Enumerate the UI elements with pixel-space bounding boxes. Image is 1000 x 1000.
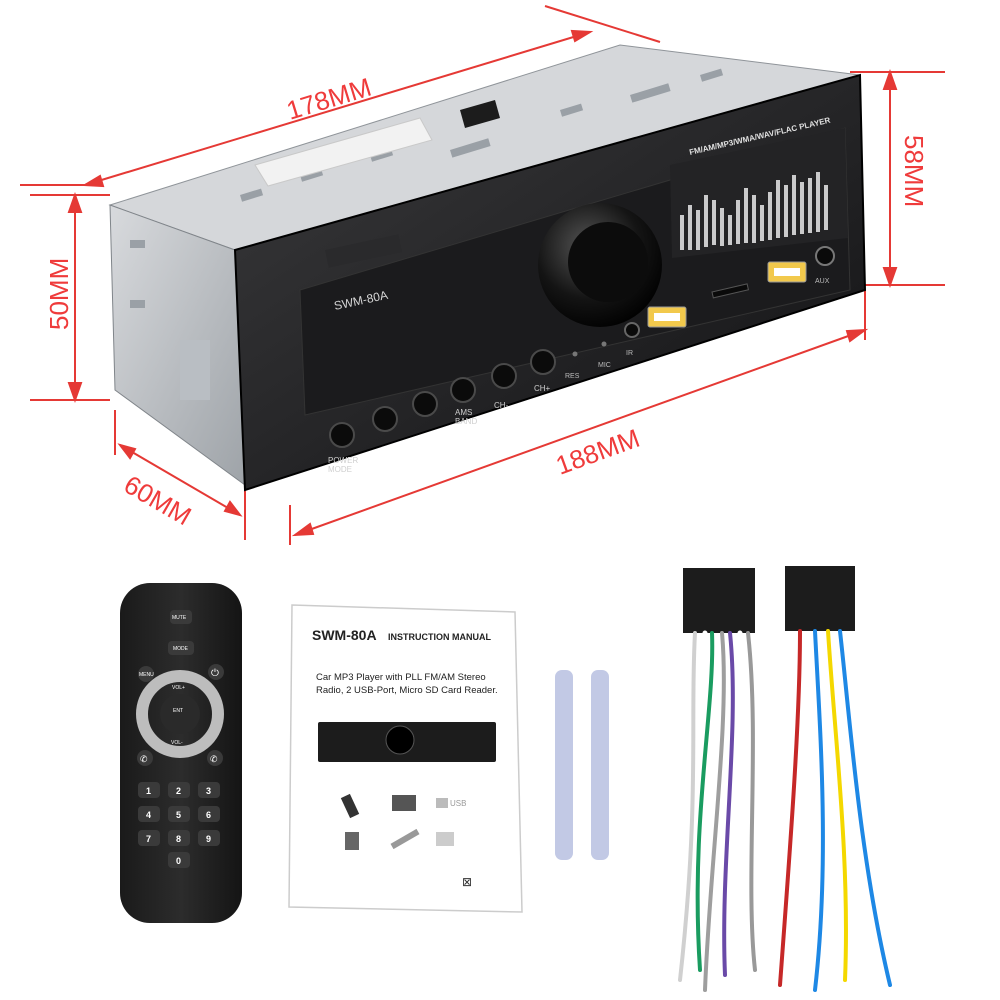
dim-height-left: 50MM: [44, 258, 74, 330]
key-0[interactable]: [168, 852, 190, 868]
manual-icon-usb: [436, 798, 448, 808]
power-mode-button[interactable]: [329, 422, 355, 448]
panel-buttons[interactable]: [329, 349, 556, 448]
key-6-label: 6: [206, 810, 211, 820]
hangup-button[interactable]: [207, 750, 223, 766]
instruction-manual: SWM-80A INSTRUCTION MANUAL Car MP3 Playe…: [288, 604, 523, 913]
mode-label: MODE: [173, 646, 189, 652]
ir-sensor: [624, 322, 640, 338]
key-2[interactable]: [168, 782, 190, 798]
key-8[interactable]: [168, 830, 190, 846]
manual-desc-1: Car MP3 Player with PLL FM/AM Stereo: [316, 672, 486, 683]
call-button[interactable]: [137, 750, 153, 766]
ams-band-button[interactable]: [450, 377, 476, 403]
phone-icon: ✆: [140, 755, 148, 765]
connector-left: [683, 568, 755, 633]
key-9-label: 9: [206, 834, 211, 844]
reset-hole[interactable]: [572, 351, 578, 357]
res-label: RES: [565, 373, 580, 380]
manual-icon-battery: [436, 832, 454, 846]
mounting-keys: [555, 670, 609, 860]
key-8-label: 8: [176, 834, 181, 844]
manual-icon-cable: [390, 828, 420, 850]
sticker: [254, 117, 433, 187]
key-3[interactable]: [198, 782, 220, 798]
key-3-label: 3: [206, 786, 211, 796]
manual-icon-sd: [345, 832, 359, 850]
prev-button[interactable]: [372, 406, 398, 432]
mute-label: MUTE: [172, 615, 187, 621]
wiring-harness: [678, 566, 892, 993]
sticker-dark: [460, 100, 500, 128]
key-6[interactable]: [198, 806, 220, 822]
mic-label: MIC: [598, 362, 611, 369]
nav-ring: [136, 670, 224, 758]
dimension-lines: [20, 5, 945, 545]
manual-title: INSTRUCTION MANUAL: [388, 632, 491, 642]
mic-hole: [601, 341, 607, 347]
connector-right: [785, 566, 855, 631]
menu-label: MENU: [139, 672, 154, 678]
key-2-label: 2: [176, 786, 181, 796]
manual-icon-remote: [340, 793, 360, 819]
key-5[interactable]: [168, 806, 190, 822]
key-7[interactable]: [138, 830, 160, 846]
key-1[interactable]: [138, 782, 160, 798]
chassis-vents: [130, 68, 724, 400]
remote-keypad: 1 2 3 4 5 6 7 8 9 0: [138, 782, 220, 868]
manual-usb-label: USB: [450, 799, 466, 808]
vol-up-label: VOL+: [172, 685, 185, 691]
ir-label: IR: [626, 350, 633, 357]
slot: [325, 234, 403, 268]
manual-recycle-icon: ⊠: [462, 875, 472, 889]
volume-knob-cap: [568, 222, 648, 302]
mute-button[interactable]: [170, 610, 192, 624]
key-4-label: 4: [146, 810, 151, 820]
aux-jack[interactable]: [815, 246, 835, 266]
next-button[interactable]: [412, 391, 438, 417]
mounting-key-2: [591, 670, 609, 860]
wires-left: [678, 630, 757, 993]
sd-card-slot[interactable]: [711, 283, 750, 299]
ent-label: ENT: [173, 708, 183, 714]
power-button[interactable]: [208, 664, 224, 680]
key-5-label: 5: [176, 810, 181, 820]
ch-plus-button[interactable]: [530, 349, 556, 375]
mode-button[interactable]: [168, 641, 194, 655]
manual-desc-2: Radio, 2 USB-Port, Micro SD Card Reader.: [316, 685, 498, 696]
key-4[interactable]: [138, 806, 160, 822]
usb-port-1[interactable]: [647, 306, 687, 328]
power-icon: ⏻: [211, 668, 219, 679]
hangup-icon: ✆: [210, 755, 218, 765]
key-0-label: 0: [176, 856, 181, 866]
dim-width-top: 178MM: [283, 72, 375, 126]
key-1-label: 1: [146, 786, 151, 796]
dim-width-bottom: 188MM: [552, 423, 644, 481]
enter-button[interactable]: [160, 694, 200, 734]
remote-control: MUTE MODE MENU ⏻ ENT VOL+ VOL- ✆ ✆ 1 2: [120, 583, 242, 923]
key-9[interactable]: [198, 830, 220, 846]
ch-minus-label: CH-: [494, 401, 509, 410]
manual-model: SWM-80A: [312, 627, 377, 643]
mic-button[interactable]: [491, 363, 517, 389]
manual-icon-radio: [392, 795, 416, 811]
dim-height-right: 58MM: [899, 135, 929, 207]
ch-plus-label: CH+: [534, 384, 551, 393]
usb-port-2[interactable]: [767, 261, 807, 283]
key-7-label: 7: [146, 834, 151, 844]
menu-button[interactable]: [138, 666, 154, 682]
car-radio: FM/AM/MP3/WMA/WAV/FLAC PLAYER SWM-80A AU…: [108, 44, 867, 492]
vol-down-label: VOL-: [171, 740, 183, 746]
wires-right: [778, 629, 892, 992]
aux-label: AUX: [815, 278, 830, 285]
mounting-key-1: [555, 670, 573, 860]
manual-radio-knob: [385, 725, 415, 755]
dim-depth: 60MM: [119, 469, 197, 531]
equalizer-bars: [680, 172, 828, 250]
